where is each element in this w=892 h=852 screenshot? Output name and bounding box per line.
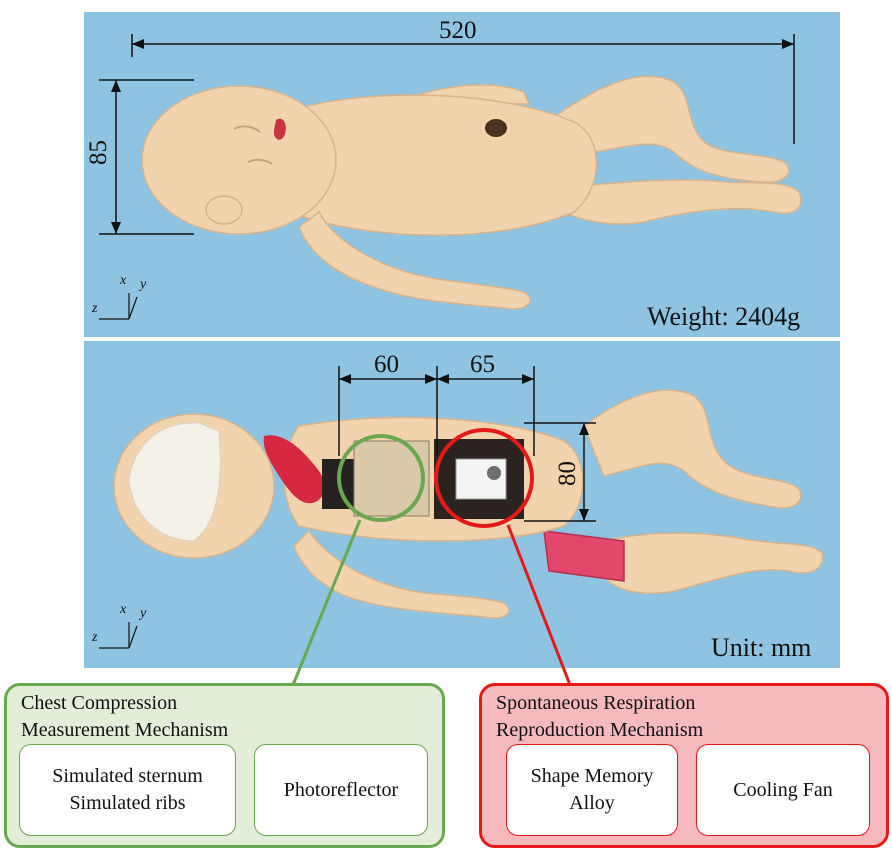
chest-width-dimension-label: 60 <box>374 351 399 378</box>
axis-y-label: y <box>140 606 147 621</box>
respiration-width-dimension-label: 65 <box>470 351 495 378</box>
photoreflector-item: Photoreflector <box>254 744 428 836</box>
photoreflector-label: Photoreflector <box>283 778 399 801</box>
sternum-ribs-item: Simulated sternum Simulated ribs <box>19 744 236 836</box>
axis-z-label: z <box>92 630 98 645</box>
spontaneous-respiration-title: Spontaneous Respiration Reproduction Mec… <box>496 692 704 741</box>
axis-y-label: y <box>140 277 147 292</box>
axis-x-label: x <box>120 602 127 617</box>
axis-x-label: x <box>120 273 127 288</box>
length-dimension-label: 520 <box>439 17 477 44</box>
shape-memory-alloy-item: Shape Memory Alloy <box>506 744 678 836</box>
spontaneous-respiration-mechanism-box: Spontaneous Respiration Reproduction Mec… <box>479 683 889 848</box>
cooling-fan-label: Cooling Fan <box>733 778 833 801</box>
unit-label: Unit: mm <box>711 633 812 662</box>
sternum-ribs-label: Simulated sternum Simulated ribs <box>52 765 203 814</box>
axis-z-label: z <box>92 301 98 316</box>
cooling-fan-item: Cooling Fan <box>696 744 870 836</box>
shape-memory-alloy-label: Shape Memory Alloy <box>530 765 654 814</box>
manikin-illustration-bottom <box>99 366 824 649</box>
head-height-dimension-label: 85 <box>85 140 112 165</box>
height-dimension-label: 80 <box>554 461 581 486</box>
chest-compression-title: Chest Compression Measurement Mechanism <box>21 692 229 741</box>
top-manikin-photo: 520 85 Weight: 2404g x y z <box>84 12 840 337</box>
manikin-illustration-top <box>99 34 802 320</box>
bottom-manikin-photo: 60 65 80 Unit: mm x y z <box>84 341 840 668</box>
chest-compression-mechanism-box: Chest Compression Measurement Mechanism … <box>4 683 445 848</box>
weight-label: Weight: 2404g <box>647 302 801 331</box>
